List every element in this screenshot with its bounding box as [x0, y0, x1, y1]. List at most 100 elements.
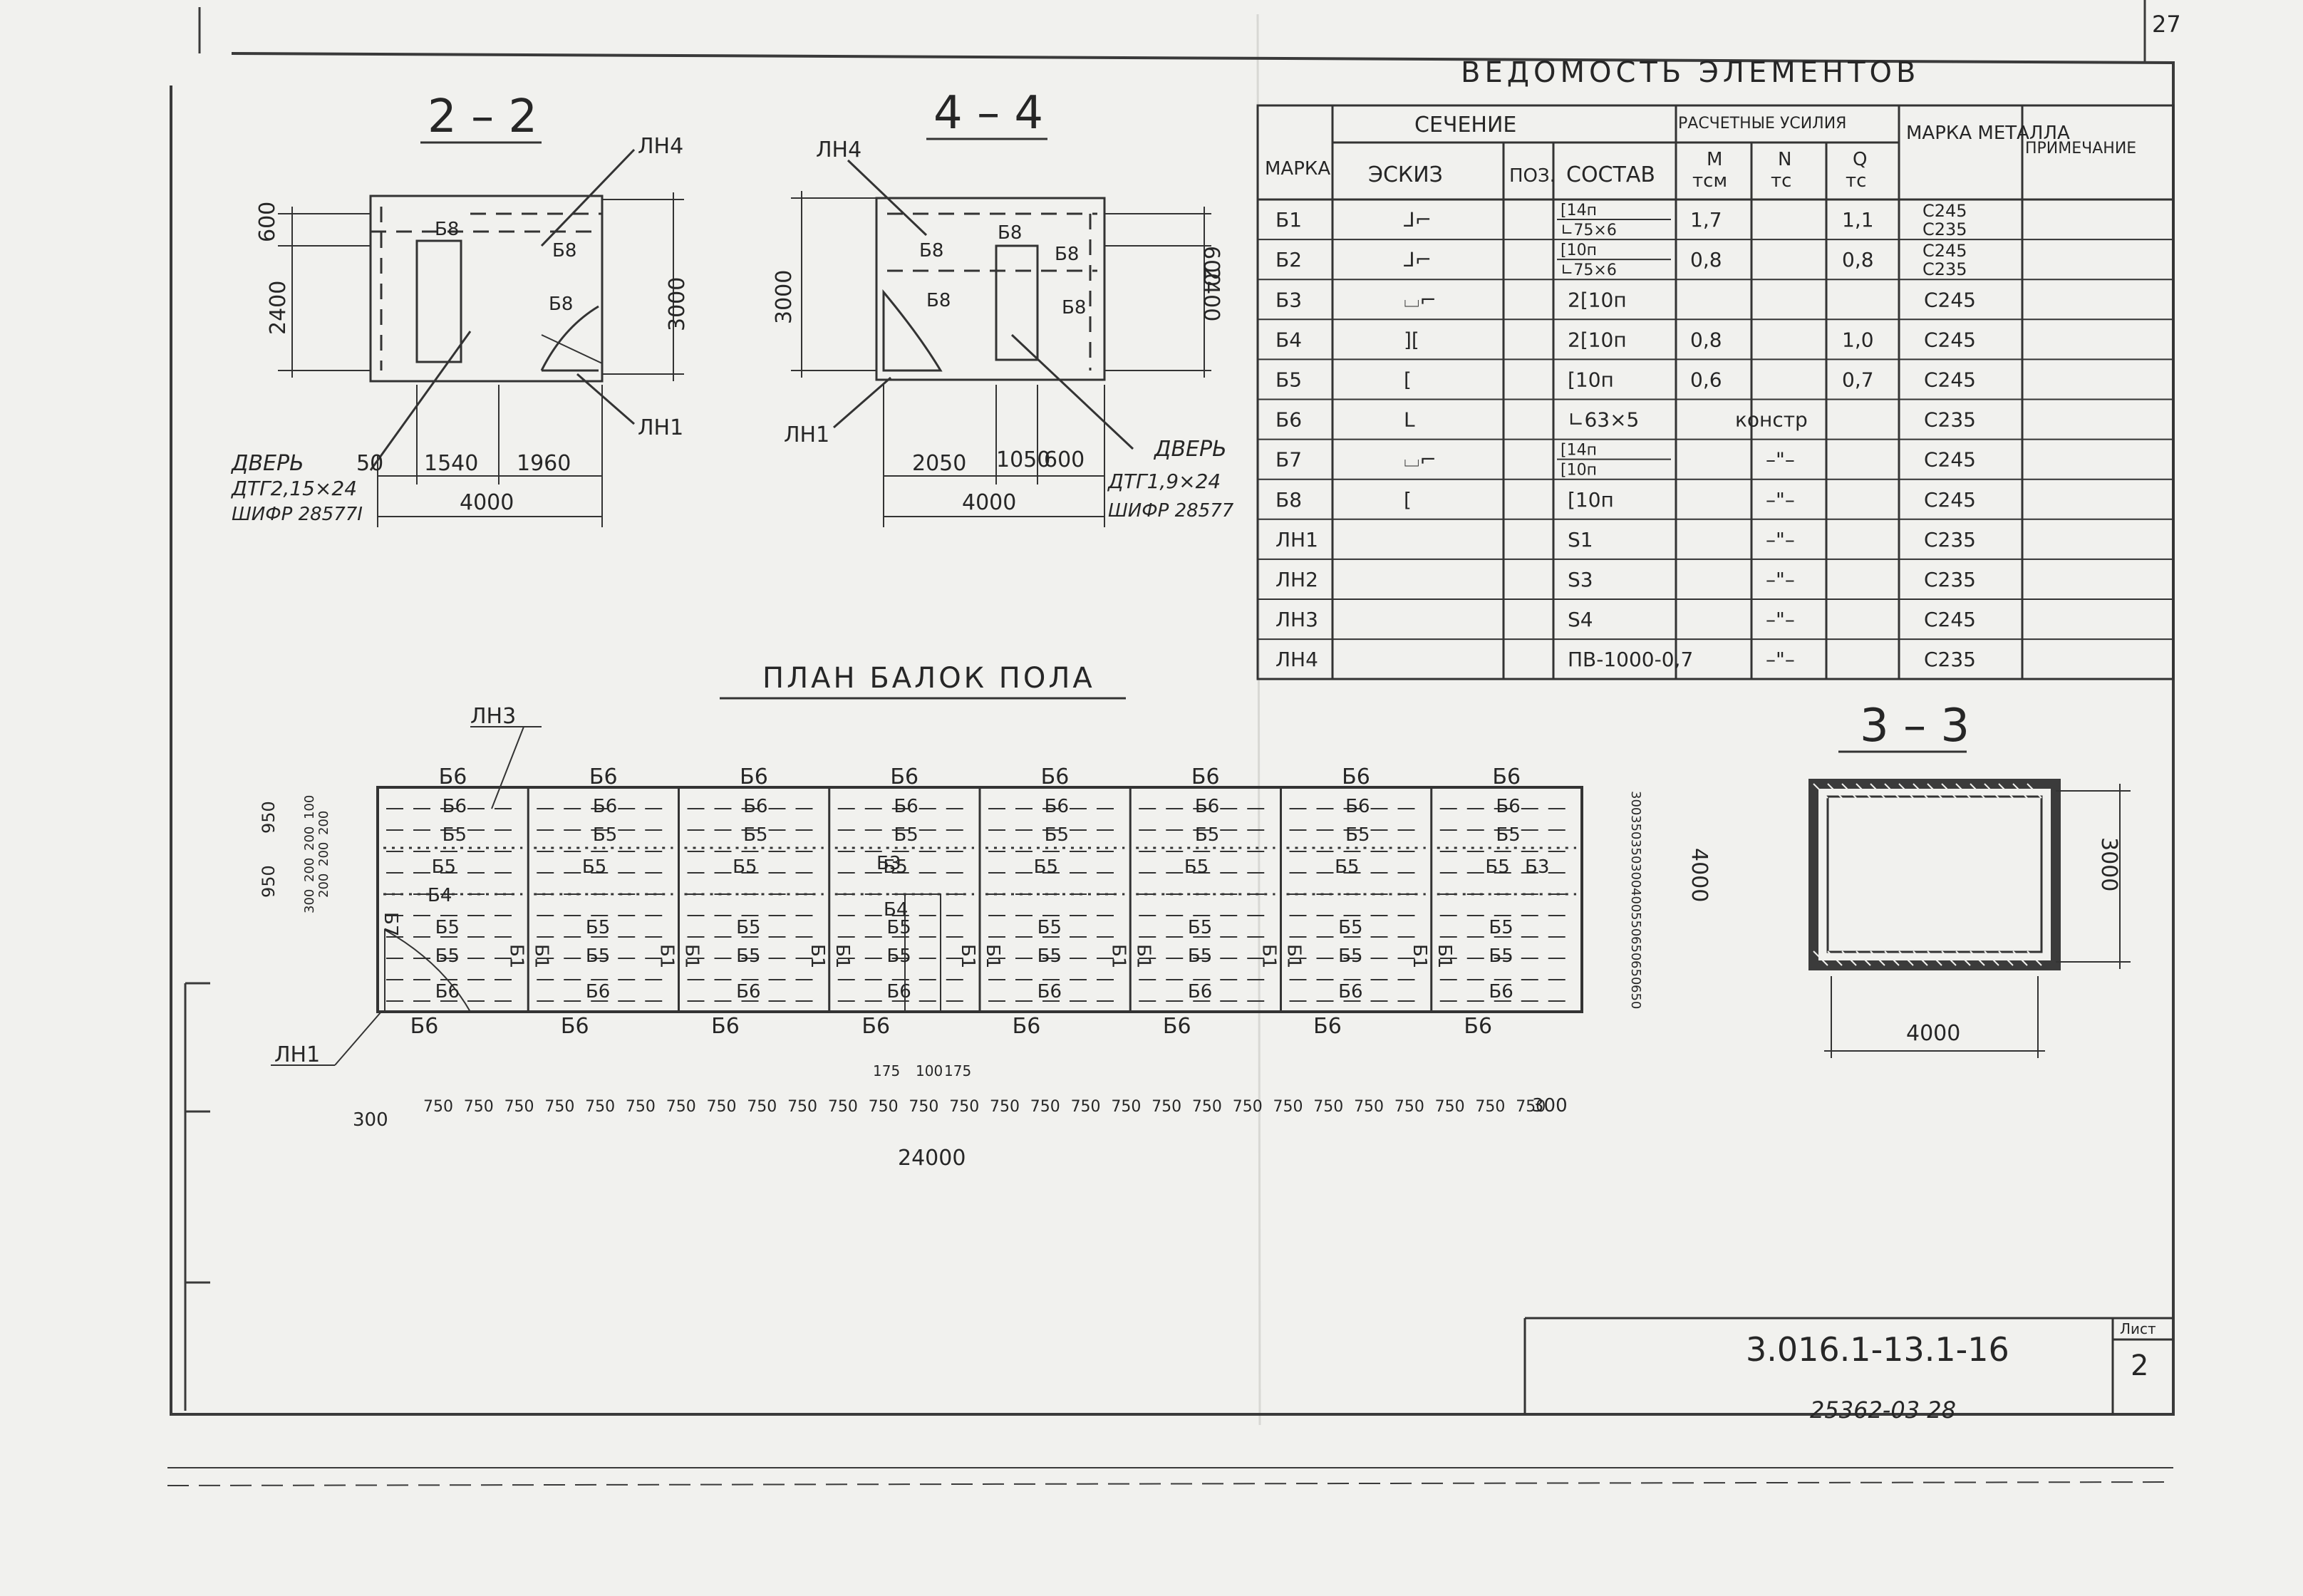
s44-dim-600b: 600 [1044, 447, 1085, 472]
plan-label-b6: Б6 [1313, 1014, 1342, 1039]
plan-dim-750: 750 [828, 1098, 858, 1116]
plan-left-small: 300 [302, 889, 317, 913]
cell-metal: С245 [1922, 241, 1967, 261]
cell-sostav: ∟63×5 [1568, 408, 1639, 432]
plan-label-b5: Б5 [1034, 856, 1058, 878]
plan-label-b5: Б5 [443, 824, 467, 846]
cell-sketch: ][ [1404, 328, 1419, 351]
hdr-n-unit: тс [1771, 170, 1791, 192]
hdr-pos: ПОЗ. [1509, 165, 1556, 187]
plan-label-b6: Б6 [743, 796, 767, 817]
s44-door-1: ДВЕРЬ [1153, 437, 1227, 462]
plan-title: ПЛАН БАЛОК ПОЛА [762, 662, 1095, 695]
plan-dim-750: 750 [585, 1098, 615, 1116]
plan-label-b5: Б5 [886, 917, 911, 938]
plan-label-b5: Б5 [1338, 945, 1362, 967]
s22-ln4: ЛН4 [638, 134, 683, 159]
plan-right-small: 400 [1628, 888, 1643, 912]
plan-label-b5: Б5 [582, 856, 606, 878]
s22-ln1: ЛН1 [638, 415, 683, 440]
plan-dim-750: 750 [909, 1098, 938, 1116]
cell-sketch: ⅃⌐ [1404, 248, 1432, 271]
s44-b8-b: Б8 [919, 240, 943, 261]
s33-dim-4000: 4000 [1906, 1021, 1960, 1046]
plan-label-b1: Б1 [681, 944, 703, 968]
cell-metal: С235 [1924, 408, 1976, 432]
plan-label-b1: Б1 [1283, 944, 1305, 968]
table-title: ВЕДОМОСТЬ ЭЛЕМЕНТОВ [1461, 56, 1920, 89]
plan-label-b1: Б1 [1107, 944, 1129, 968]
plan-label-b6: Б6 [1338, 981, 1362, 1002]
plan-dim-750: 750 [1111, 1098, 1141, 1116]
cell-marka: ЛН2 [1275, 568, 1318, 591]
plan-dim-750: 750 [1030, 1098, 1060, 1116]
plan-dim-750: 750 [666, 1098, 696, 1116]
plan-label-b6: Б6 [1013, 1014, 1041, 1039]
plan-label-b5: Б5 [743, 824, 767, 846]
plan-left-small: 200 [316, 811, 331, 835]
plan-label-b5: Б5 [593, 824, 617, 846]
plan-label-b5: Б5 [886, 945, 911, 967]
cell-sketch: [ [1404, 488, 1412, 512]
cell-m: 0,8 [1690, 248, 1722, 271]
plan-right-small: 650 [1628, 985, 1643, 1009]
plan-label-b6: Б6 [1041, 765, 1070, 789]
plan-dim-750: 750 [1273, 1098, 1303, 1116]
hdr-m-unit: тсм [1692, 170, 1727, 192]
section-4-4: 4 – 4 Б8 Б8 Б8 [772, 87, 1234, 527]
hdr-section: СЕЧЕНИЕ [1414, 113, 1516, 138]
plan-label-b1: Б1 [807, 944, 828, 968]
plan-dim-750: 750 [787, 1098, 817, 1116]
plan-label-b5: Б5 [1496, 824, 1520, 846]
plan-ln3: ЛН3 [470, 704, 516, 729]
cell-metal: С235 [1924, 528, 1976, 551]
section-2-2-title: 2 – 2 [428, 90, 537, 143]
plan-label-b5: Б5 [1037, 945, 1062, 967]
plan-label-b6: Б6 [435, 981, 460, 1002]
s22-dim-600: 600 [255, 202, 280, 242]
plan-label-b1: Б1 [832, 944, 853, 968]
s22-b8-b: Б8 [552, 240, 576, 261]
plan-label-b6: Б6 [1342, 765, 1370, 789]
hdr-q: Q [1853, 149, 1867, 170]
plan-label-b6: Б6 [561, 1014, 589, 1039]
plan-left-small: 200 [302, 858, 317, 882]
plan-label-b6: Б6 [443, 796, 467, 817]
cell-m: 0,8 [1690, 328, 1722, 351]
cell-q: 1,1 [1842, 208, 1874, 232]
cell-marka: ЛН1 [1275, 528, 1318, 551]
plan-dim-750: 750 [544, 1098, 574, 1116]
s44-b8-c: Б8 [926, 290, 951, 311]
plan-label-b7: Б7 [380, 912, 401, 936]
s44-ln1: ЛН1 [784, 423, 829, 447]
s22-door-1: ДВЕРЬ [230, 451, 304, 476]
cell-metal: С245 [1924, 608, 1976, 631]
hdr-metal: МАРКА МЕТАЛЛА [1906, 123, 2070, 144]
plan-label-b5: Б5 [586, 917, 610, 938]
cell-q: 0,8 [1842, 248, 1874, 271]
s22-door-2: ДТГ2,15×24 [230, 477, 357, 500]
hdr-n: N [1778, 149, 1791, 170]
plan-label-b5: Б5 [883, 856, 907, 878]
cell-sostav: [14п [1561, 202, 1597, 219]
plan-label-b6: Б6 [886, 981, 911, 1002]
cell-metal: С235 [1924, 648, 1976, 671]
hdr-forces: РАСЧЕТНЫЕ УСИЛИЯ [1678, 115, 1846, 133]
plan-right-small: 350 [1628, 815, 1643, 839]
plan-right-small: 300 [1628, 864, 1643, 888]
plan-label-b1: Б1 [656, 944, 678, 968]
corner-number: 27 [2152, 11, 2181, 38]
plan-label-b6: Б6 [894, 796, 918, 817]
plan-dim-750: 750 [949, 1098, 979, 1116]
cell-n: –"– [1766, 608, 1795, 631]
cell-sketch: ⌴⌐ [1404, 288, 1437, 311]
cell-sostav: ∟75×6 [1561, 261, 1617, 279]
plan-label-b6: Б6 [589, 765, 618, 789]
plan-label-b4: Б4 [428, 885, 452, 906]
